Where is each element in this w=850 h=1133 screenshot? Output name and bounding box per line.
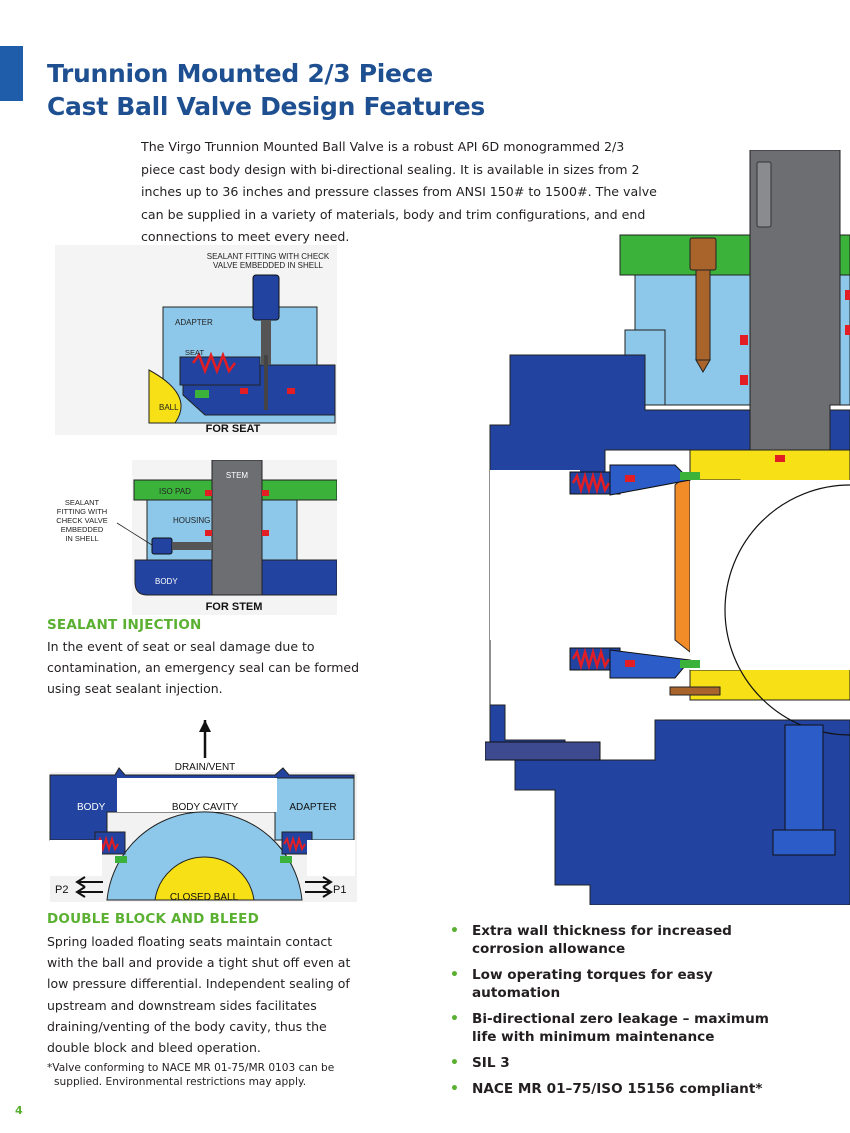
bullet-dot-icon: • <box>450 1081 459 1097</box>
stem-side-label-5: IN SHELL <box>65 534 98 543</box>
stem-caption: FOR STEM <box>206 601 263 613</box>
stem-label-iso-pad: ISO PAD <box>159 487 191 496</box>
bullet-dot-icon: • <box>450 1055 459 1071</box>
stem-side-label-4: EMBEDDED <box>61 525 104 534</box>
footnote-line-2: supplied. Environmental restrictions may… <box>54 1076 307 1088</box>
dbb-diagram: DRAIN/VENT BODY BODY CAVITY ADAPTER P2 P… <box>49 720 357 903</box>
bullet-dot-icon: • <box>450 1011 459 1027</box>
seat-label-ball: BALL <box>159 403 179 412</box>
stem-label-stem: STEM <box>226 471 249 480</box>
stem-side-label-1: SEALANT <box>65 498 100 507</box>
feature-text: Bi-directional zero leakage – maximum li… <box>472 1011 769 1045</box>
bullet-dot-icon: • <box>450 967 459 983</box>
stem-label-housing: HOUSING <box>173 516 210 525</box>
dbb-label-body: BODY <box>77 802 106 813</box>
stem-side-label-2: FITTING WITH <box>57 507 107 516</box>
seat-label-fitting-1: SEALANT FITTING WITH CHECK <box>207 252 330 261</box>
feature-text: Extra wall thickness for increased corro… <box>472 923 732 957</box>
dbb-label-drain: DRAIN/VENT <box>175 762 236 773</box>
intro-paragraph: The Virgo Trunnion Mounted Ball Valve is… <box>141 139 657 245</box>
seat-label-seat: SEAT <box>185 348 204 357</box>
sealant-heading: SEALANT INJECTION <box>47 617 202 633</box>
page-edge-tab <box>0 46 23 101</box>
dbb-label-adapter: ADAPTER <box>289 802 336 813</box>
feature-item: • Bi-directional zero leakage – maximum l… <box>450 1010 795 1046</box>
stem-side-label-3: CHECK VALVE <box>56 516 107 525</box>
footnote: *Valve conforming to NACE MR 01-75/MR 01… <box>47 1061 347 1089</box>
stem-label-body: BODY <box>155 577 178 586</box>
feature-text: SIL 3 <box>472 1055 510 1071</box>
feature-text: Low operating torques for easy automatio… <box>472 967 713 1001</box>
dbb-heading: DOUBLE BLOCK AND BLEED <box>47 911 260 927</box>
dbb-label-ball: CLOSED BALL <box>170 892 239 903</box>
feature-text: NACE MR 01–75/ISO 15156 compliant* <box>472 1081 763 1097</box>
seat-sealant-diagram: SEALANT FITTING WITH CHECK VALVE EMBEDDE… <box>55 245 337 435</box>
seat-label-fitting-2: VALVE EMBEDDED IN SHELL <box>213 261 324 270</box>
dbb-text: Spring loaded floating seats maintain co… <box>47 934 351 1056</box>
dbb-label-p1: P1 <box>333 884 346 896</box>
page-number: 4 <box>15 1104 23 1117</box>
footnote-line-1: *Valve conforming to NACE MR 01-75/MR 01… <box>47 1062 335 1074</box>
stem-sealant-diagram: SEALANT FITTING WITH CHECK VALVE EMBEDDE… <box>56 460 337 615</box>
seat-label-adapter: ADAPTER <box>175 318 213 327</box>
sealant-text: In the event of seat or seal damage due … <box>47 639 360 697</box>
dbb-label-cavity: BODY CAVITY <box>172 802 239 813</box>
feature-item: • Low operating torques for easy automati… <box>450 966 795 1002</box>
seat-caption: FOR SEAT <box>206 423 261 435</box>
dbb-label-p2: P2 <box>55 884 68 896</box>
feature-item: • NACE MR 01–75/ISO 15156 compliant* <box>450 1080 795 1098</box>
page-title: Trunnion Mounted 2/3 Piece Cast Ball Val… <box>47 57 485 123</box>
feature-item: • Extra wall thickness for increased corr… <box>450 922 795 958</box>
valve-cutaway-illustration <box>485 150 850 905</box>
feature-list: • Extra wall thickness for increased corr… <box>450 922 795 1106</box>
feature-item: • SIL 3 <box>450 1054 795 1072</box>
bullet-dot-icon: • <box>450 923 459 939</box>
page-title-line-1: Trunnion Mounted 2/3 Piece <box>47 59 433 88</box>
page-title-line-2: Cast Ball Valve Design Features <box>47 92 485 121</box>
